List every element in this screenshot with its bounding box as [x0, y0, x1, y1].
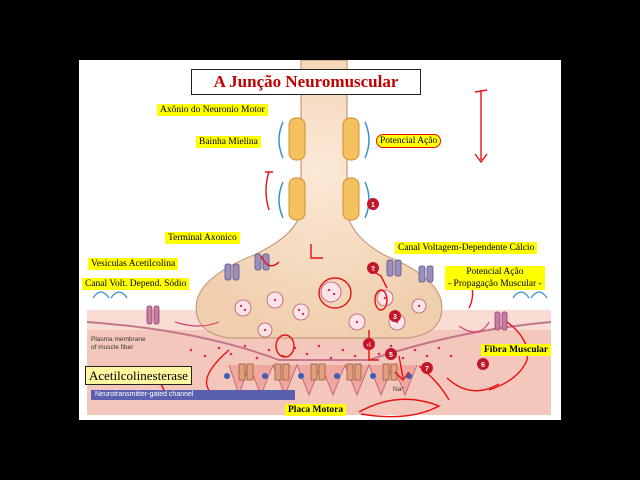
- label-motor-end-plate: Placa Motora: [285, 404, 347, 416]
- acetylcholine-vesicles: [234, 281, 427, 338]
- label-sodium-channel: Canal Volt. Depend. Sódio: [82, 278, 190, 290]
- textbook-na-ion: Na⁺: [393, 386, 405, 393]
- calcium-channels: [224, 253, 434, 283]
- label-vesicles: Vesiculas Acetilcolina: [88, 258, 179, 270]
- step-2: 2: [371, 266, 375, 273]
- acetylcholine-receptors: [238, 363, 398, 381]
- step-1: 1: [371, 202, 375, 209]
- red-annotations: [88, 89, 529, 418]
- label-acetylcholinesterase: Acetilcolinesterase: [85, 366, 192, 385]
- label-calcium-channel: Canal Voltagem-Dependente Cálcio: [395, 242, 538, 254]
- sodium-channels: [146, 305, 508, 331]
- label-myelin: Bainha Mielina: [196, 136, 261, 148]
- slide: 1 2 3 4 5 6 7: [79, 60, 561, 420]
- textbook-plasma-membrane: Plasma membrane of muscle fiber: [91, 336, 146, 351]
- label-axon-terminal: Terminal Axonico: [165, 232, 240, 244]
- junction-diagram: 1 2 3 4 5 6 7: [86, 60, 552, 418]
- myelin-sheath: [288, 117, 306, 161]
- step-3: 3: [393, 314, 397, 321]
- label-muscle-fiber: Fibra Muscular: [481, 344, 552, 356]
- label-muscle-action-potential: Potencial Ação - Propagação Muscular -: [445, 266, 545, 290]
- step-6: 6: [481, 362, 485, 369]
- label-action-potential-axon: Potencial Ação: [376, 134, 442, 148]
- page-title: A Junção Neuromuscular: [191, 69, 421, 95]
- step-7: 7: [425, 366, 429, 373]
- step-5: 5: [389, 352, 393, 359]
- label-axon: Axônio do Neuronio Motor: [157, 104, 268, 116]
- textbook-gated-channel: Neurotransmitter-gated channel: [91, 390, 295, 400]
